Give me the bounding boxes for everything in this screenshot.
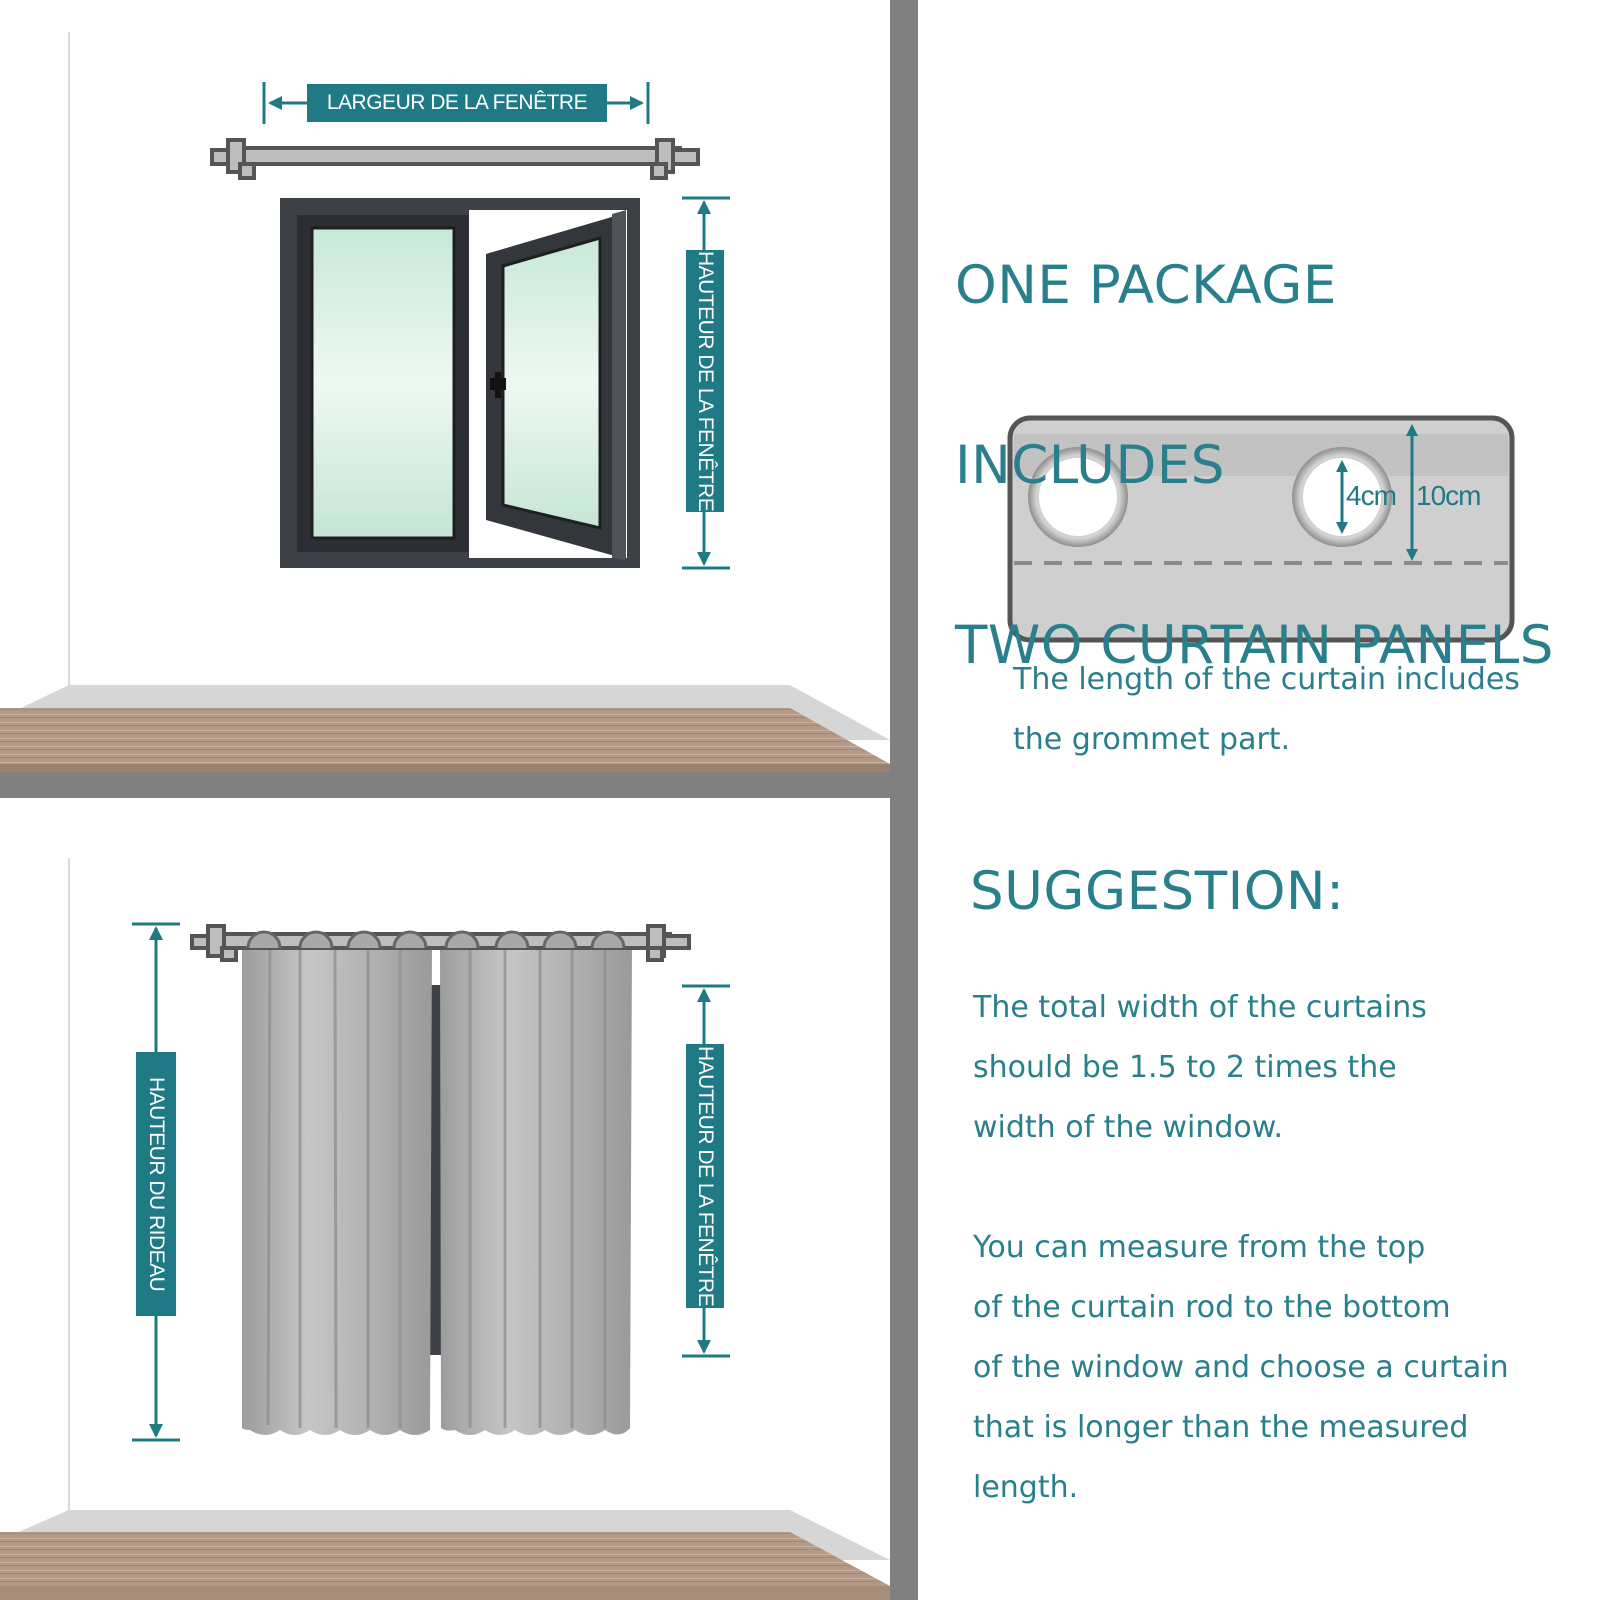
curtain-height-arrow [132,922,180,1442]
window-height-label: HAUTEUR DE LA FENÊTRE [686,250,724,512]
suggestion-paragraph-2: You can measure from the top of the curt… [973,1218,1509,1518]
grommet-diameter-text: 4cm [1346,480,1397,511]
curtain-panel-left [242,940,432,1435]
window-width-arrow [262,82,650,124]
suggestion-p2-line-2: of the curtain rod to the bottom [973,1290,1451,1325]
bottom-room [0,858,890,1600]
suggestion-p2-line-3: of the window and choose a curtain [973,1350,1509,1385]
package-heading-line-2: INCLUDES [955,435,1225,496]
window-width-label: LARGEUR DE LA FENÊTRE [307,84,607,122]
package-heading-line-3: TWO CURTAIN PANELS [955,615,1554,676]
top-curtain-rod [210,138,700,180]
header-height-text: 10cm [1416,480,1481,511]
bottom-window-height-arrow [682,984,730,1358]
suggestion-heading: SUGGESTION: [970,861,1345,922]
package-heading-line-1: ONE PACKAGE [955,255,1337,316]
package-heading: ONE PACKAGE INCLUDES TWO CURTAIN PANELS [955,136,1554,736]
grommet-detail [1007,415,1515,643]
top-room [0,32,890,772]
suggestion-p1-line-2: should be 1.5 to 2 times the [973,1050,1397,1085]
suggestion-p2-line-1: You can measure from the top [973,1230,1426,1265]
vertical-divider [890,0,918,1600]
horizontal-divider [0,772,890,798]
suggestion-p1-line-1: The total width of the curtains [973,990,1427,1025]
suggestion-p2-line-4: that is longer than the measured [973,1410,1469,1445]
grommet-dimension-arrows [1336,424,1418,561]
suggestion-p1-line-3: width of the window. [973,1110,1284,1145]
suggestion-paragraph-1: The total width of the curtains should b… [973,978,1427,1158]
window [280,198,640,568]
suggestion-p2-line-5: length. [973,1470,1079,1505]
grommet-note: The length of the curtain includes the g… [1013,650,1520,770]
curtain-height-label: HAUTEUR DU RIDEAU [136,1052,176,1316]
curtain-panel-right [440,940,632,1435]
window-height-arrow [682,196,730,570]
bottom-window-height-label: HAUTEUR DE LA FENÊTRE [686,1044,724,1308]
grommet-note-line-1: The length of the curtain includes [1013,662,1520,697]
grommet-note-line-2: the grommet part. [1013,722,1291,757]
curtain-grommets [246,930,626,949]
